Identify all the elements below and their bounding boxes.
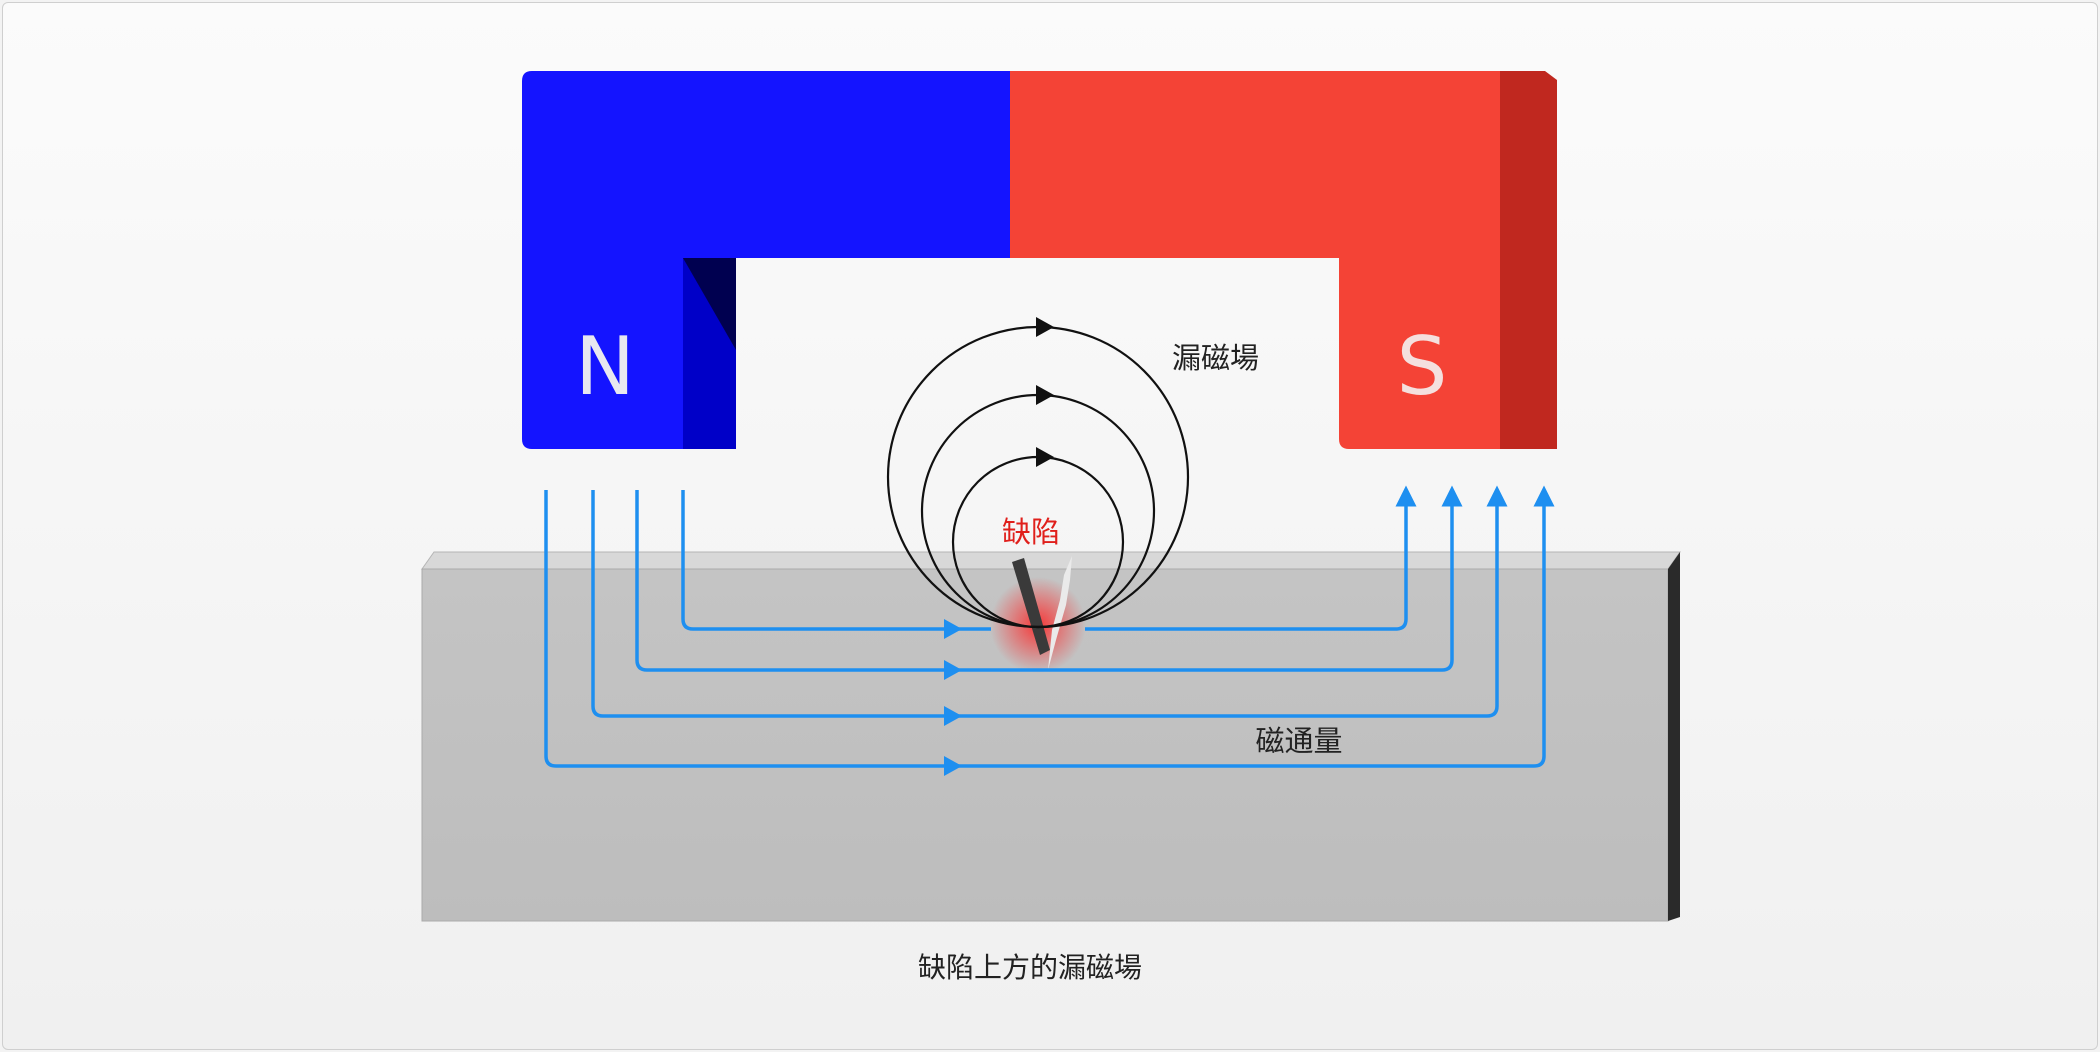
arrow-icon [944, 660, 962, 680]
flux-line [681, 490, 991, 631]
defect-label: 缺陷 [1002, 515, 1060, 549]
magnetic-flux-label: 磁通量 [1255, 724, 1342, 758]
leakage-field-label: 漏磁場 [1172, 341, 1259, 375]
flux-line [544, 485, 1555, 768]
arrow-icon [944, 706, 962, 726]
arrow-icon [1036, 317, 1054, 337]
arrow-icon [1036, 447, 1054, 467]
arrow-icon [1036, 385, 1054, 405]
arrow-icon [944, 619, 962, 639]
diagram-caption: 缺陷上方的漏磁場 [918, 951, 1142, 984]
horseshoe-magnet: N S [522, 71, 1557, 449]
north-pole [522, 71, 1010, 449]
north-pole-label: N [575, 320, 635, 413]
flux-line [1085, 485, 1417, 631]
south-pole [1010, 71, 1500, 449]
defect-crack [990, 556, 1086, 673]
flux-line [635, 485, 1463, 672]
flux-direction-arrows [944, 619, 962, 776]
field-direction-arrows [1036, 317, 1054, 467]
south-side-face [1500, 71, 1557, 449]
magnetic-flux-lines [544, 485, 1555, 768]
south-pole-label: S [1397, 320, 1448, 413]
arrow-icon [944, 756, 962, 776]
steel-plate [421, 551, 1681, 922]
flux-line [591, 485, 1508, 718]
